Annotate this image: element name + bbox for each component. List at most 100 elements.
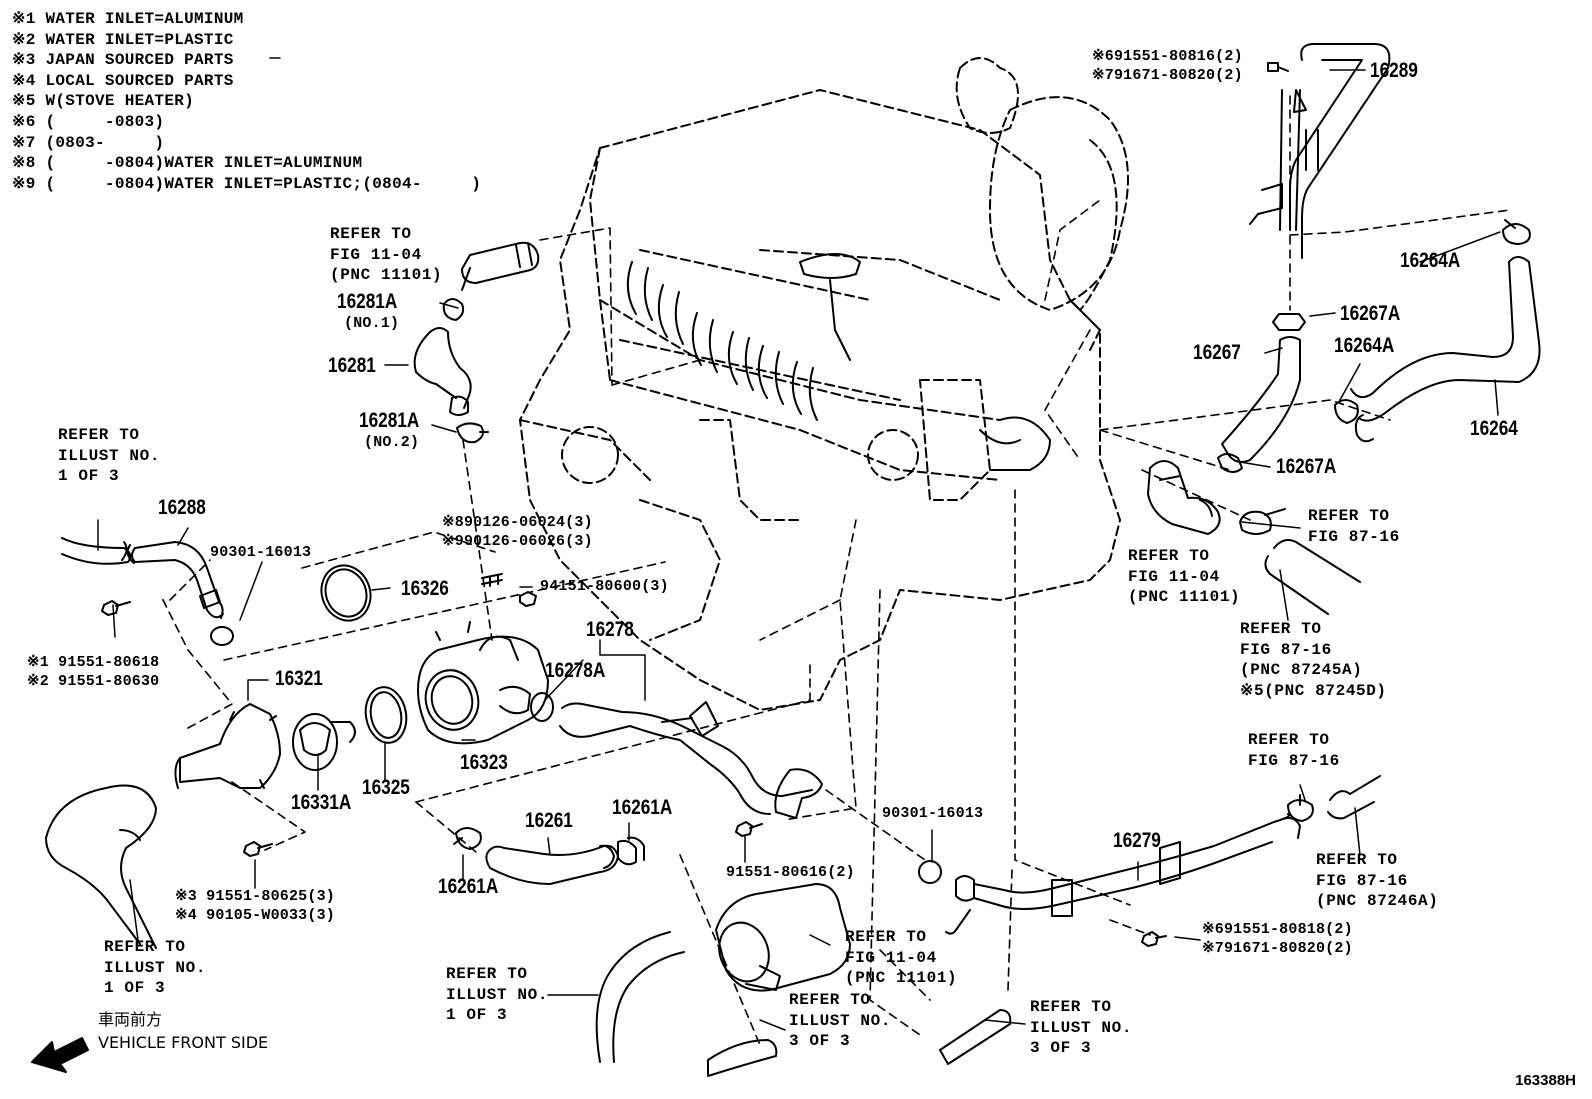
refer-illust-1-bottom-left[interactable]: REFER TO ILLUST NO. 1 OF 3 [104,938,207,997]
part-label-16323[interactable]: 16323 [460,751,508,774]
part-label-16281[interactable]: 16281 [328,354,376,377]
sub-label-no1: (NO.1) [344,315,400,332]
part-label-16267A-lower[interactable]: 16267A [1276,455,1337,478]
bolt-91551-80618 [101,600,131,616]
clamp-16264A-lower [1334,399,1359,424]
pipe-16288 [126,541,224,619]
part-number-91551-80625[interactable]: ※3 91551-80625(3) [175,888,335,905]
hose-refer-illust-3of3-left [707,1039,778,1077]
hose-16278 [559,701,823,819]
part-number-91551-80630[interactable]: ※2 91551-80630 [27,673,160,690]
clamp-16281A-no1 [442,298,465,321]
clamp-16261A-left [453,827,482,850]
hose-16281 [413,327,472,416]
hose-refer-illust-3of3-right [939,1009,1012,1065]
note-1: ※1 WATER INLET=ALUMINUM [12,10,244,28]
o-ring-90301-16013-right [918,860,942,884]
part-label-16281A-no2[interactable]: 16281A [359,409,420,432]
part-label-16288[interactable]: 16288 [158,496,206,519]
part-label-16261[interactable]: 16261 [525,809,573,832]
heater-hose-87245 [1264,539,1361,615]
part-label-16264A-lower[interactable]: 16264A [1334,334,1395,357]
part-number-90126-06024[interactable]: ※890126-06024(3) [442,514,593,531]
sub-label-no2: (NO.2) [364,434,420,451]
oil-filler-cap [799,253,861,361]
part-number-91551-80816[interactable]: ※691551-80816(2) [1092,48,1243,65]
pipe-16289 [1249,43,1391,259]
hose-refer-illust-left [61,537,132,565]
part-number-91551-80618[interactable]: ※1 91551-80618 [27,654,160,671]
refer-illust-3-right[interactable]: REFER TO ILLUST NO. 3 OF 3 [1030,998,1133,1057]
note-2: ※2 WATER INLET=PLASTIC [12,30,234,49]
water-inlet-housing-16323 [417,621,549,745]
part-number-90105-W0033[interactable]: ※4 90105-W0033(3) [175,907,335,924]
part-number-91671-80820-bottom[interactable]: ※791671-80820(2) [1202,940,1353,957]
refer-fig-11-04-right[interactable]: REFER TO FIG 11-04 (PNC 11101) [1128,547,1241,606]
part-label-16331A[interactable]: 16331A [291,791,352,814]
part-label-16261A-left[interactable]: 16261A [438,875,499,898]
gasket-16326 [320,564,372,622]
note-5: ※5 W(STOVE HEATER) [12,92,195,111]
note-3: ※3 JAPAN SOURCED PARTS [12,51,234,70]
refer-fig-87-16-b[interactable]: REFER TO FIG 87-16 (PNC 87245A) ※5(PNC 8… [1240,620,1387,700]
clamp-16267A-lower [1217,453,1243,473]
part-label-16289[interactable]: 16289 [1370,59,1418,82]
refer-fig-87-16-c[interactable]: REFER TO FIG 87-16 [1248,731,1340,770]
o-ring-16278A [530,692,554,722]
diagram-code: 163388H [1515,1072,1576,1089]
gasket-16325 [364,686,408,744]
part-label-16267A-upper[interactable]: 16267A [1340,302,1401,325]
part-number-91671-80820-top[interactable]: ※791671-80820(2) [1092,67,1243,84]
water-outlet-fitting [1147,460,1221,535]
part-label-16325[interactable]: 16325 [362,776,410,799]
hose-16264 [1350,256,1541,443]
part-number-90301-16013-right[interactable]: 90301-16013 [882,805,984,822]
part-label-16321[interactable]: 16321 [275,667,323,690]
cylinder-ports [626,261,818,421]
bolt-91551-80816 [1267,62,1289,72]
refer-fig-11-04-bottom[interactable]: REFER TO FIG 11-04 (PNC 11101) [845,928,958,987]
note-6: ※6 ( -0803) [12,112,165,131]
front-label-jp: 車両前方 [98,1010,163,1029]
hose-16261 [485,844,619,885]
refer-illust-1-bottom-mid[interactable]: REFER TO ILLUST NO. 1 OF 3 [446,965,549,1024]
note-7: ※7 (0803- ) [12,133,165,152]
air-intake-housing [955,57,1129,351]
front-arrow [31,1037,89,1073]
refer-illust-3-left[interactable]: REFER TO ILLUST NO. 3 OF 3 [789,991,892,1050]
part-label-16261A-right[interactable]: 16261A [612,796,673,819]
hose-clamp-87-16-right [1287,794,1314,822]
part-number-91551-80818[interactable]: ※691551-80818(2) [1202,921,1353,938]
clamp-16261A-right [617,836,645,866]
thermostat-16331A [292,713,356,771]
engine-block-outline [519,89,1121,711]
bolt-91551-80818 [1141,931,1167,947]
hose-refer-illust-bottom-center [595,931,685,1063]
part-label-16278[interactable]: 16278 [586,618,634,641]
hose-clamp-87-16 [1239,508,1286,535]
part-number-90126-06026[interactable]: ※990126-06026(3) [442,533,593,550]
part-number-94151-80600[interactable]: 94151-80600(3) [540,578,669,595]
part-label-16264[interactable]: 16264 [1470,417,1518,440]
bolt-91551-80625 [243,841,273,857]
hose-16267 [1221,336,1301,463]
refer-fig-87-16-d[interactable]: REFER TO FIG 87-16 (PNC 87246A) [1316,851,1439,910]
part-label-16326[interactable]: 16326 [401,577,449,600]
part-number-90301-16013-left[interactable]: 90301-16013 [210,544,312,561]
refer-fig-11-04-top[interactable]: REFER TO FIG 11-04 (PNC 11101) [330,225,443,284]
o-ring-90301-16013-left [210,626,234,646]
clamp-16267A-upper [1272,313,1306,331]
hose-refer-fig-11-04-bottom [715,883,851,992]
part-label-16278A[interactable]: 16278A [545,659,606,682]
note-9: ※9 ( -0804)WATER INLET=PLASTIC;(0804- ) [12,174,482,193]
refer-illust-1-left[interactable]: REFER TO ILLUST NO. 1 OF 3 [58,426,161,485]
part-number-91551-80616[interactable]: 91551-80616(2) [726,864,855,881]
part-label-16267[interactable]: 16267 [1193,341,1241,364]
refer-fig-87-16-a[interactable]: REFER TO FIG 87-16 [1308,507,1400,546]
hose-refer-illust-bottom-left [45,784,157,949]
part-label-16264A-upper[interactable]: 16264A [1400,249,1461,272]
part-label-16281A-no1[interactable]: 16281A [337,290,398,313]
bolt-91551-80616 [735,821,763,837]
pipe-16279 [945,813,1301,935]
part-label-16279[interactable]: 16279 [1113,829,1161,852]
